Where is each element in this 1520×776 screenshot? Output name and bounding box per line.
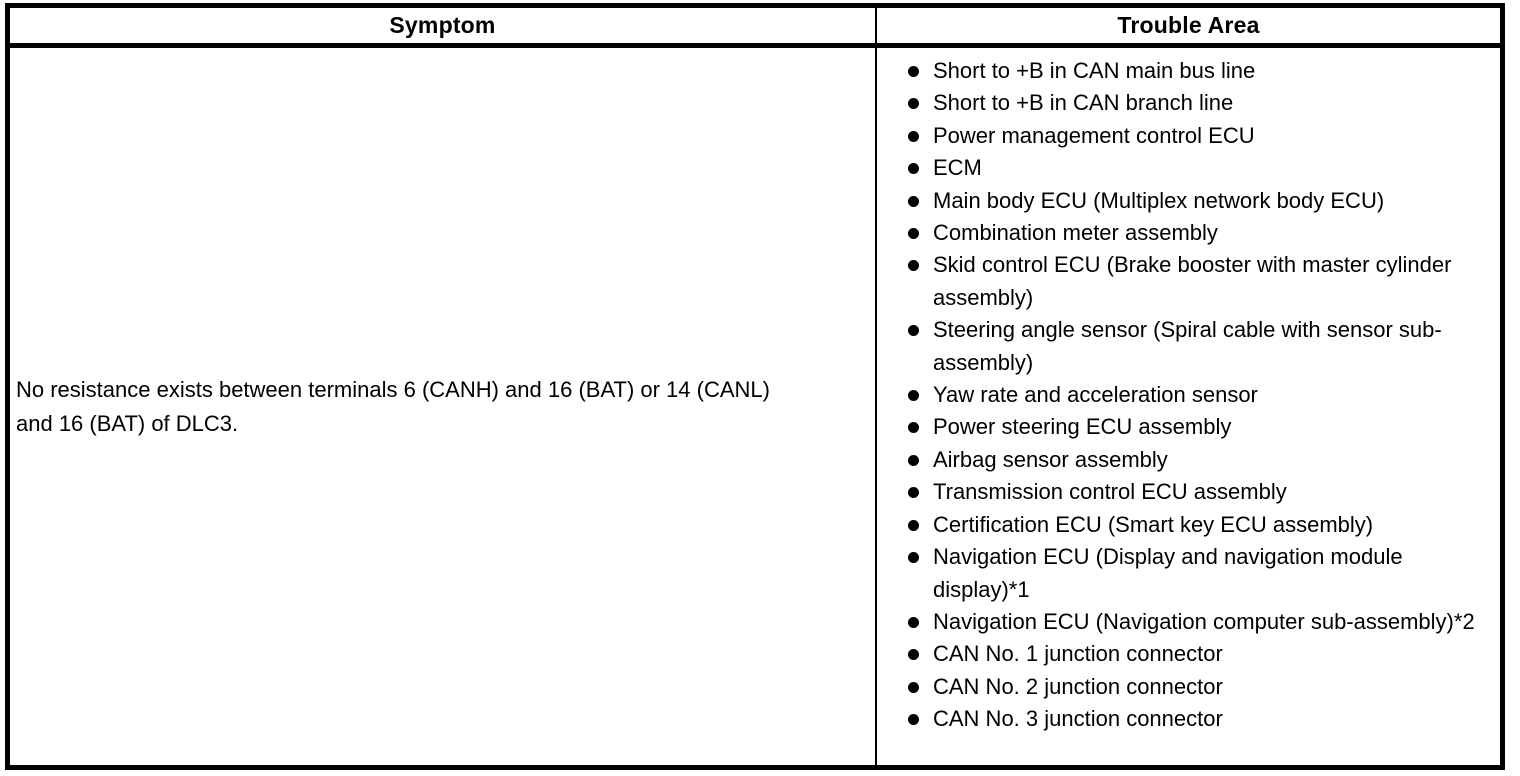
- trouble-area-item: Skid control ECU (Brake booster with mas…: [908, 249, 1492, 314]
- trouble-area-item: Steering angle sensor (Spiral cable with…: [908, 314, 1492, 379]
- symptom-text: No resistance exists between terminals 6…: [16, 376, 770, 436]
- trouble-area-item: Transmission control ECU assembly: [908, 476, 1492, 508]
- trouble-area-item: Power management control ECU: [908, 120, 1492, 152]
- trouble-area-item: Airbag sensor assembly: [908, 444, 1492, 476]
- trouble-area-item: Combination meter assembly: [908, 217, 1492, 249]
- symptom-trouble-table: Symptom Trouble Area No resistance exist…: [5, 3, 1505, 770]
- trouble-area-item: CAN No. 3 junction connector: [908, 703, 1492, 735]
- trouble-area-item: ECM: [908, 152, 1492, 184]
- trouble-area-item: Yaw rate and acceleration sensor: [908, 379, 1492, 411]
- trouble-area-item: Navigation ECU (Display and navigation m…: [908, 541, 1492, 606]
- trouble-area-item: CAN No. 2 junction connector: [908, 671, 1492, 703]
- trouble-area-item: Navigation ECU (Navigation computer sub-…: [908, 606, 1492, 638]
- trouble-area-column-header: Trouble Area: [877, 8, 1500, 48]
- trouble-area-header-label: Trouble Area: [1117, 12, 1260, 38]
- symptom-column-header: Symptom: [10, 8, 877, 48]
- symptom-header-label: Symptom: [389, 12, 496, 38]
- trouble-area-item: Certification ECU (Smart key ECU assembl…: [908, 509, 1492, 541]
- trouble-area-item: Short to +B in CAN branch line: [908, 87, 1492, 119]
- trouble-area-item: Power steering ECU assembly: [908, 411, 1492, 443]
- trouble-area-item: Short to +B in CAN main bus line: [908, 55, 1492, 87]
- trouble-area-item: CAN No. 1 junction connector: [908, 638, 1492, 670]
- trouble-area-item: Main body ECU (Multiplex network body EC…: [908, 185, 1492, 217]
- symptom-cell: No resistance exists between terminals 6…: [10, 48, 877, 765]
